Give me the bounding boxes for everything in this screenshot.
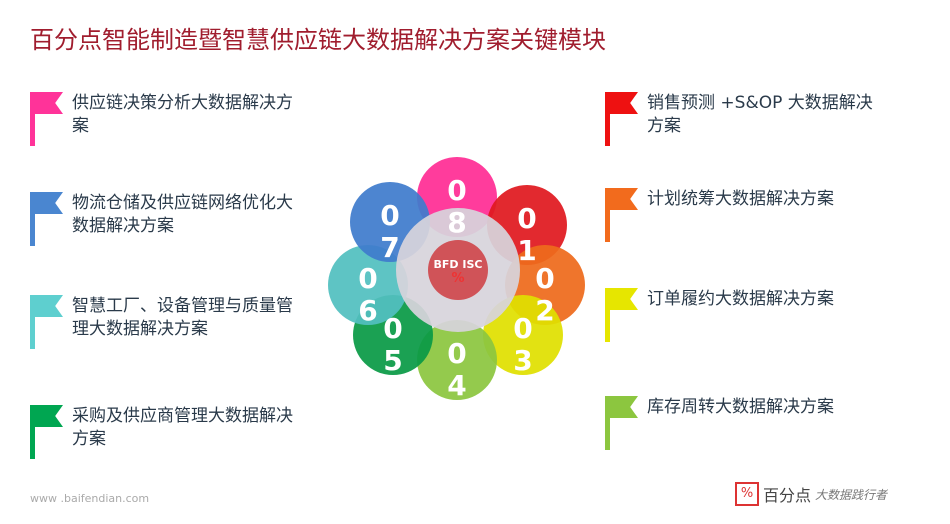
module-item: 智慧工厂、设备管理与质量管理大数据解决方案 xyxy=(30,295,302,349)
flag-icon xyxy=(30,405,64,459)
flag-icon xyxy=(30,295,64,349)
module-item: 订单履约大数据解决方案 xyxy=(605,288,877,342)
module-item: 采购及供应商管理大数据解决方案 xyxy=(30,405,302,459)
page-title: 百分点智能制造暨智慧供应链大数据解决方案关键模块 xyxy=(30,26,606,54)
module-label: 智慧工厂、设备管理与质量管理大数据解决方案 xyxy=(72,296,293,339)
flag-icon xyxy=(30,192,64,246)
module-item: 库存周转大数据解决方案 xyxy=(605,396,877,450)
percent-logo-icon: % xyxy=(735,482,759,506)
module-label: 计划统筹大数据解决方案 xyxy=(647,189,834,209)
module-label: 采购及供应商管理大数据解决方案 xyxy=(72,406,293,449)
module-item: 供应链决策分析大数据解决方案 xyxy=(30,92,302,146)
flag-icon xyxy=(30,92,64,146)
flag-icon xyxy=(605,288,639,342)
center-badge: BFD ISC% xyxy=(428,240,488,300)
module-label: 销售预测 +S&OP 大数据解决方案 xyxy=(647,93,873,136)
module-label: 供应链决策分析大数据解决方案 xyxy=(72,93,293,136)
flag-icon xyxy=(605,188,639,242)
footer-url: www .baifendian.com xyxy=(30,492,150,505)
module-item: 销售预测 +S&OP 大数据解决方案 xyxy=(605,92,877,146)
module-item: 物流仓储及供应链网络优化大数据解决方案 xyxy=(30,192,302,246)
module-label: 订单履约大数据解决方案 xyxy=(647,289,834,309)
percent-icon: % xyxy=(451,271,465,286)
baifendian-logo: % 百分点 大数据践行者 xyxy=(735,482,887,506)
flag-icon xyxy=(605,396,639,450)
module-label: 库存周转大数据解决方案 xyxy=(647,397,834,417)
module-label: 物流仓储及供应链网络优化大数据解决方案 xyxy=(72,193,293,236)
flag-icon xyxy=(605,92,639,146)
module-item: 计划统筹大数据解决方案 xyxy=(605,188,877,242)
